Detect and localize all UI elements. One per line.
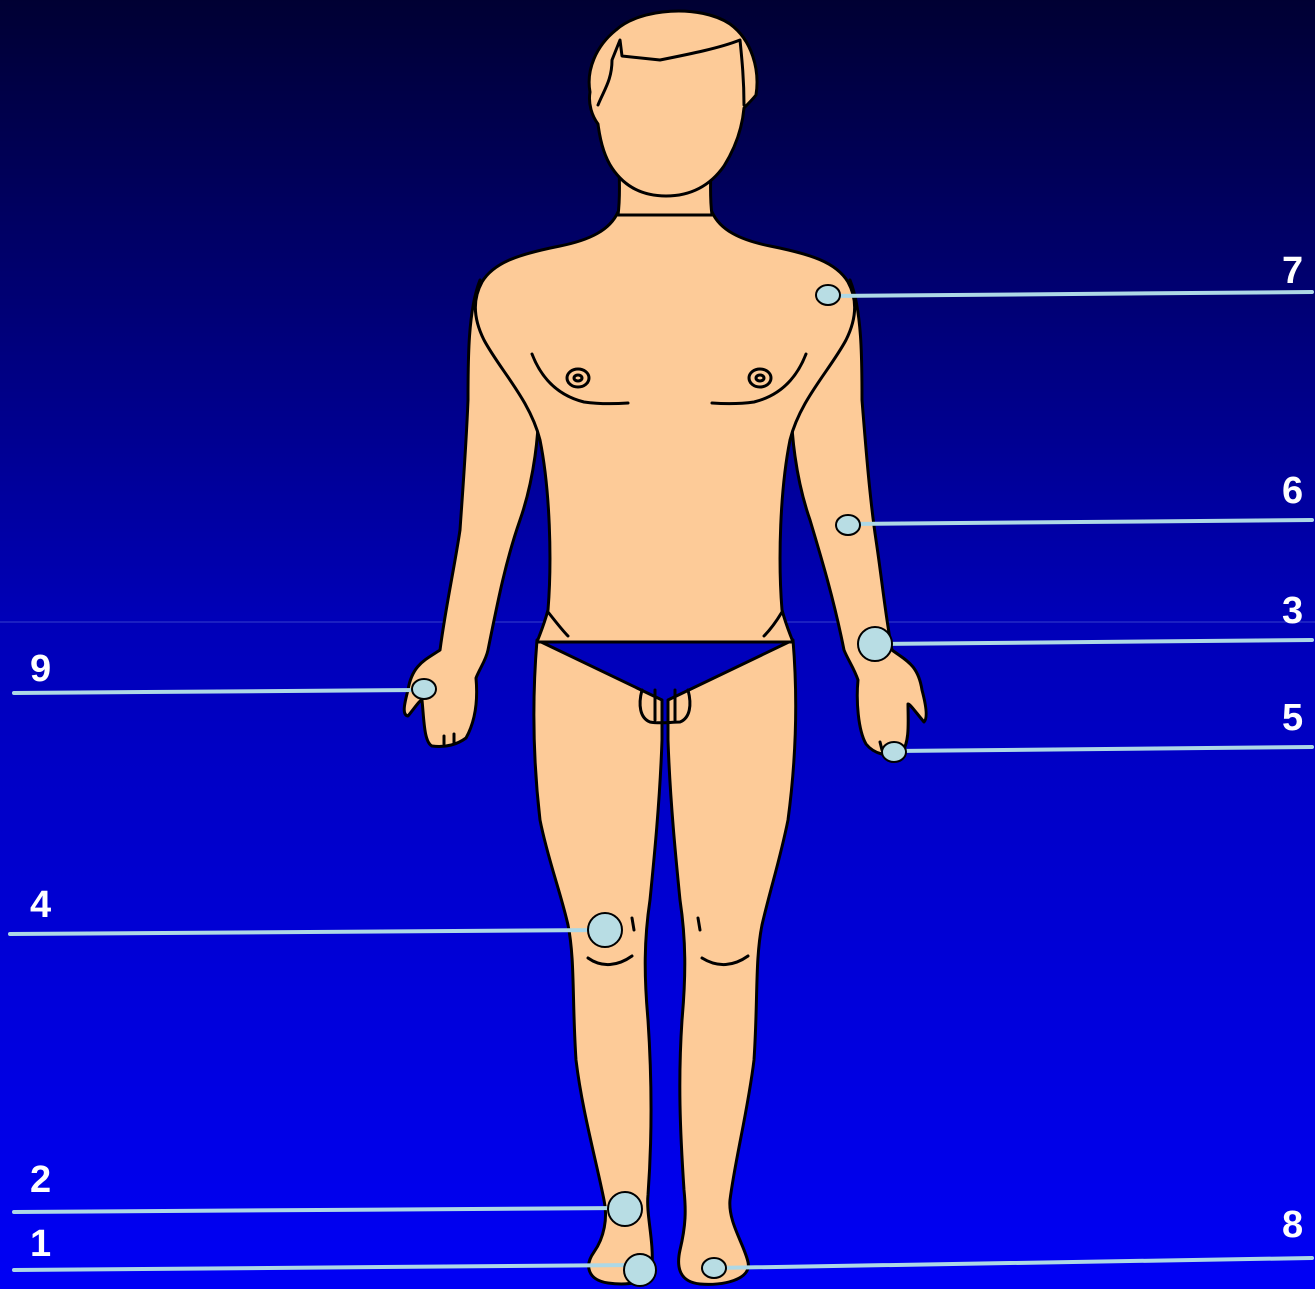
marker-4-knee <box>588 913 622 947</box>
right-nipple <box>749 369 771 387</box>
marker-9-thumb <box>412 679 436 699</box>
marker-1-toe <box>624 1254 656 1286</box>
label-7: 7 <box>1282 252 1303 290</box>
label-6: 6 <box>1282 472 1303 510</box>
label-9: 9 <box>30 650 51 688</box>
left-nipple <box>567 369 589 387</box>
label-1: 1 <box>30 1225 51 1263</box>
marker-2-ankle <box>608 1192 642 1226</box>
marker-5-finger <box>882 742 906 762</box>
label-3: 3 <box>1282 592 1303 630</box>
label-2: 2 <box>30 1161 51 1199</box>
left-knee-tick <box>632 918 634 930</box>
marker-8-toe <box>702 1258 726 1278</box>
marker-3-wrist <box>858 627 892 661</box>
label-4: 4 <box>30 886 51 924</box>
label-8: 8 <box>1282 1206 1303 1244</box>
label-5: 5 <box>1282 699 1303 737</box>
right-knee-tick <box>698 918 700 930</box>
marker-7-shoulder <box>816 285 840 305</box>
marker-6-elbow <box>836 515 860 535</box>
